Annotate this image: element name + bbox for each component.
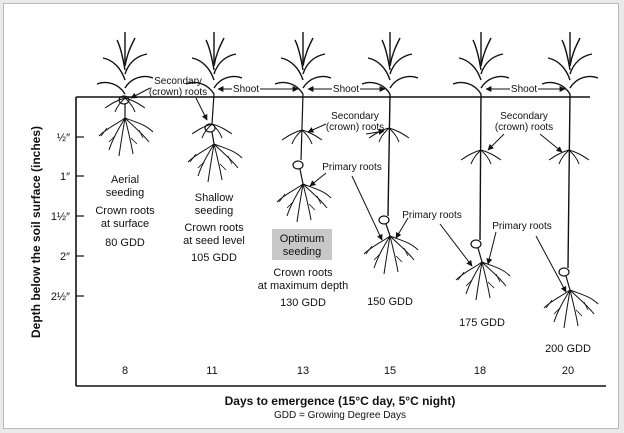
stage-3-desc: Optimum	[280, 233, 325, 245]
plant-stage-5	[452, 31, 511, 301]
stage-1-crown: Crown roots	[95, 205, 155, 217]
plant-stage-3	[274, 31, 332, 223]
y-tick-label: 1½″	[51, 211, 70, 223]
arrow	[309, 172, 327, 187]
x-tick-label: 11	[206, 365, 217, 377]
label-secondary: (crown) roots	[149, 87, 207, 98]
arrow	[307, 123, 327, 133]
stage-2-gdd: 105 GDD	[191, 252, 237, 264]
label-secondary: (crown) roots	[495, 122, 553, 133]
label-shoot: Shoot	[511, 84, 537, 95]
label-secondary: (crown) roots	[326, 122, 384, 133]
label-shoot: Shoot	[233, 84, 259, 95]
plant-stage-6	[541, 31, 599, 329]
stage-3-crown: Crown roots	[273, 267, 333, 279]
stage-1-gdd: 80 GDD	[105, 237, 145, 249]
y-tick-label: 1″	[60, 171, 70, 183]
x-tick-label: 13	[297, 365, 309, 377]
x-tick-label: 20	[562, 365, 574, 377]
plant-stage-1	[96, 31, 154, 157]
label-primary: Primary roots	[492, 221, 551, 232]
y-ticks: ½″ 1″ 1½″ 2″ 2½″	[51, 132, 84, 303]
label-secondary: Secondary	[154, 76, 202, 87]
label-primary: Primary roots	[322, 162, 381, 173]
arrow	[365, 128, 385, 135]
plant-stage-4	[361, 31, 419, 275]
stage-3-desc: seeding	[283, 246, 322, 258]
arrow	[539, 133, 563, 153]
stage-3-crown: at maximum depth	[258, 280, 348, 292]
arrow	[535, 235, 567, 293]
stage-3-gdd: 130 GDD	[280, 297, 326, 309]
y-tick-label: 2½″	[51, 291, 70, 303]
label-primary: Primary roots	[402, 210, 461, 221]
stage-2-desc: Shallow	[195, 192, 234, 204]
label-secondary: Secondary	[331, 111, 379, 122]
stage-2-desc: seeding	[195, 205, 234, 217]
arrow	[351, 175, 383, 241]
x-axis-note: GDD = Growing Degree Days	[274, 410, 406, 421]
arrow	[439, 223, 473, 267]
optimum-box	[272, 229, 332, 260]
stage-1-desc: seeding	[106, 187, 145, 199]
stage-5-gdd: 175 GDD	[459, 317, 505, 329]
y-axis-title: Depth below the soil surface (inches)	[29, 126, 43, 338]
arrow	[130, 87, 151, 99]
arrow	[395, 217, 409, 239]
y-tick-label: ½″	[57, 132, 70, 144]
x-axis-title: Days to emergence (15°C day, 5°C night)	[225, 394, 456, 408]
y-tick-label: 2″	[60, 251, 70, 263]
x-tick-label: 8	[122, 365, 128, 377]
stage-1-crown: at surface	[101, 218, 149, 230]
stage-2-crown: Crown roots	[184, 222, 244, 234]
label-shoot: Shoot	[333, 84, 359, 95]
diagram-frame	[3, 3, 619, 429]
stage-2-crown: at seed level	[183, 235, 245, 247]
stage-4-gdd: 150 GDD	[367, 296, 413, 308]
arrow	[486, 231, 497, 265]
x-tick-label: 18	[474, 365, 486, 377]
stage-1-desc: Aerial	[111, 174, 139, 186]
plant-stage-2	[185, 31, 243, 183]
arrow	[487, 133, 505, 151]
arrow	[195, 97, 208, 121]
stage-6-gdd: 200 GDD	[545, 343, 591, 355]
label-secondary: Secondary	[500, 111, 548, 122]
x-tick-label: 15	[384, 365, 396, 377]
